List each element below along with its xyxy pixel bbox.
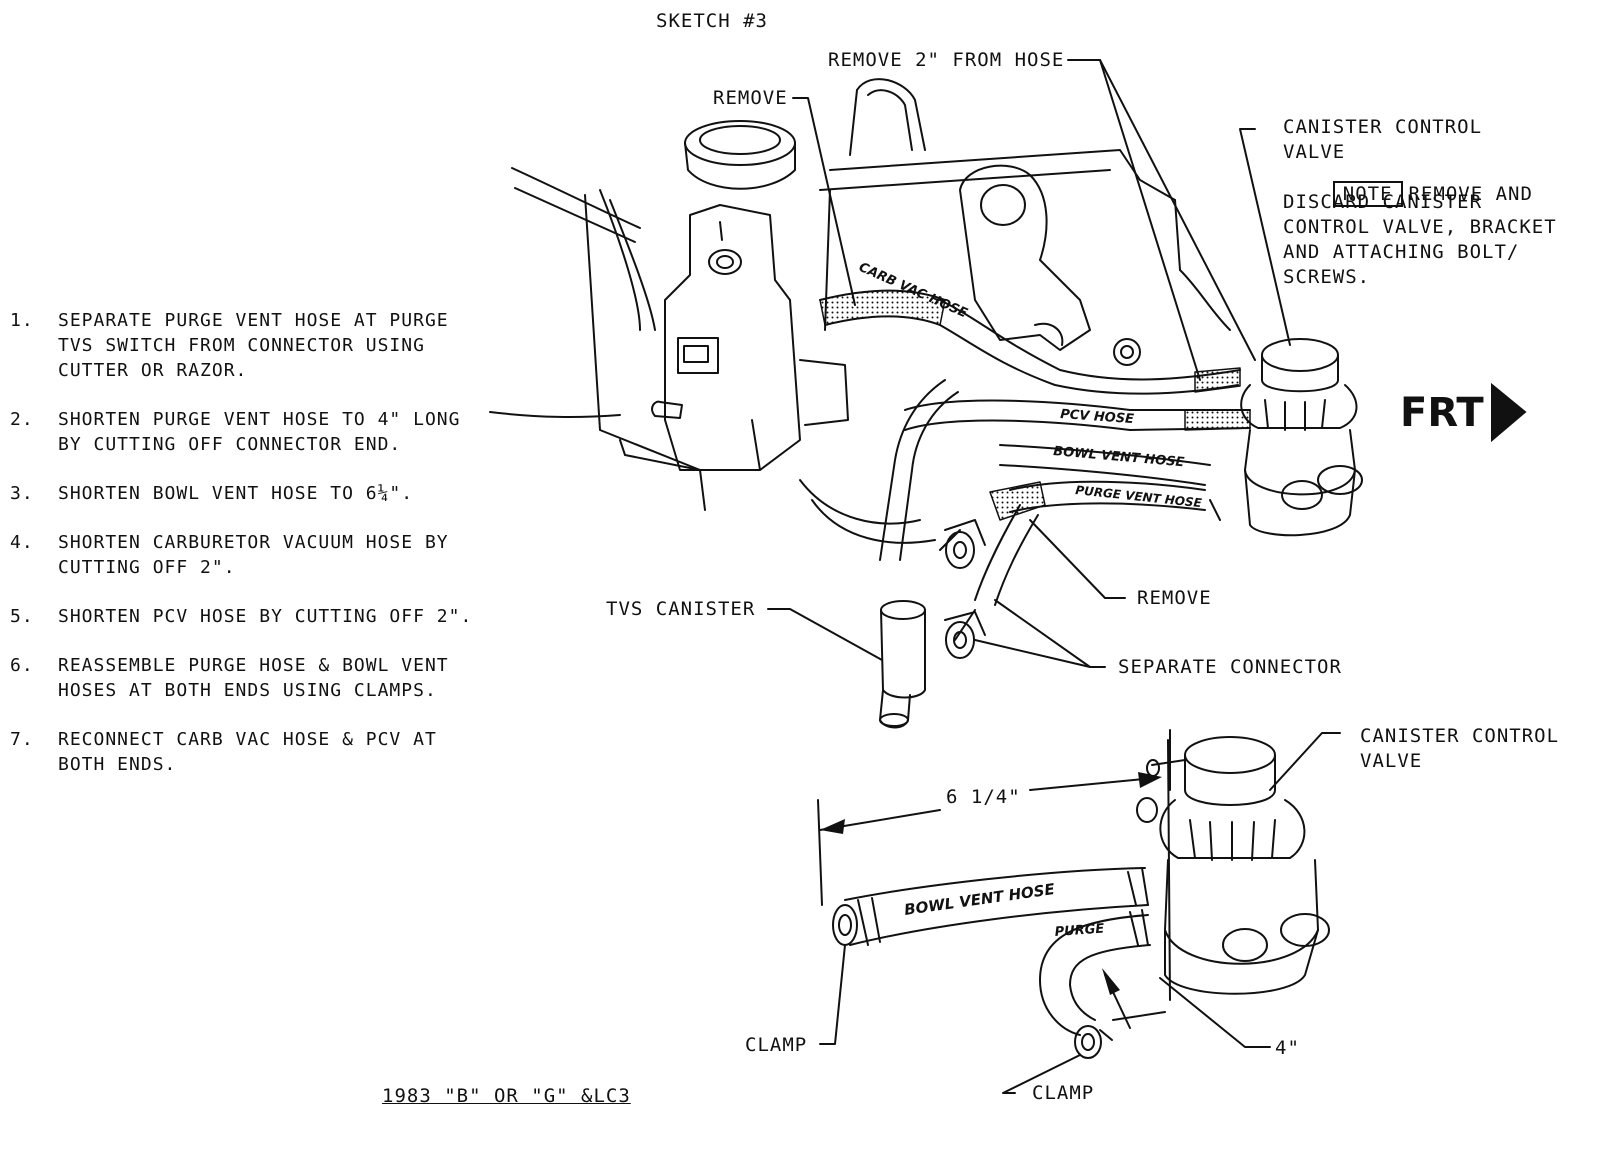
label-remove-mid: REMOVE <box>1137 587 1212 609</box>
note-text-first: REMOVE AND <box>1408 183 1533 205</box>
engine-block <box>489 78 1231 544</box>
instruction-step: 7.RECONNECT CARB VAC HOSE & PCV AT BOTH … <box>10 729 437 775</box>
label-separate-connector: SEPARATE CONNECTOR <box>1118 656 1342 678</box>
label-clamp-bottom: CLAMP <box>1032 1082 1095 1104</box>
filler-cap <box>684 120 796 190</box>
hose-label-bowl-vent-top: BOWL VENT HOSE <box>1053 444 1185 470</box>
label-remove-2in: REMOVE 2" FROM HOSE <box>828 49 1065 71</box>
lower-purge-hose <box>1039 909 1151 1059</box>
front-arrow-icon <box>1491 382 1527 443</box>
label-dimension: 6 1/4" <box>946 786 1021 808</box>
canister-valve-upper <box>1240 338 1363 537</box>
instruction-list: 1.SEPARATE PURGE VENT HOSE AT PURGE TVS … <box>10 308 480 801</box>
instruction-step: 1.SEPARATE PURGE VENT HOSE AT PURGE TVS … <box>10 310 449 381</box>
canister-valve-lower <box>1136 736 1330 1001</box>
carburetor <box>651 204 849 471</box>
tvs-canister <box>879 600 926 729</box>
hose-label-pcv: PCV HOSE <box>1060 407 1135 427</box>
note-tag: NOTE <box>1332 181 1403 207</box>
footer-model-label: 1983 "B" OR "G" &LC3 <box>382 1085 631 1107</box>
label-remove-top: REMOVE <box>713 87 788 109</box>
label-canister-valve-top: CANISTER CONTROL VALVE <box>1283 116 1483 163</box>
bracket <box>959 164 1141 366</box>
instruction-step: 2.SHORTEN PURGE VENT HOSE TO 4" LONG BY … <box>10 409 461 455</box>
label-canister-valve-bottom: CANISTER CONTROL VALVE <box>1360 725 1560 772</box>
instruction-step: 3.SHORTEN BOWL VENT HOSE TO 6¼". <box>10 483 414 504</box>
hose-label-purge: PURGE <box>1054 922 1105 940</box>
frt-label: FRT <box>1400 390 1484 436</box>
leader-lines <box>767 59 1341 1094</box>
instruction-step: 6.REASSEMBLE PURGE HOSE & BOWL VENT HOSE… <box>10 655 449 701</box>
sketch-title: SKETCH #3 <box>656 10 768 32</box>
label-four-inch: 4" <box>1275 1037 1300 1059</box>
note-text: DISCARD CANISTER CONTROL VALVE, BRACKET … <box>1283 191 1557 288</box>
instruction-step: 4.SHORTEN CARBURETOR VACUUM HOSE BY CUTT… <box>10 532 449 578</box>
dimension-arrowheads <box>820 772 1162 995</box>
label-tvs-canister: TVS CANISTER <box>606 598 756 620</box>
remove-sections <box>819 289 1251 521</box>
instruction-step: 5.SHORTEN PCV HOSE BY CUTTING OFF 2". <box>10 606 473 627</box>
upper-hoses <box>819 289 1251 641</box>
label-clamp-left: CLAMP <box>745 1034 808 1056</box>
